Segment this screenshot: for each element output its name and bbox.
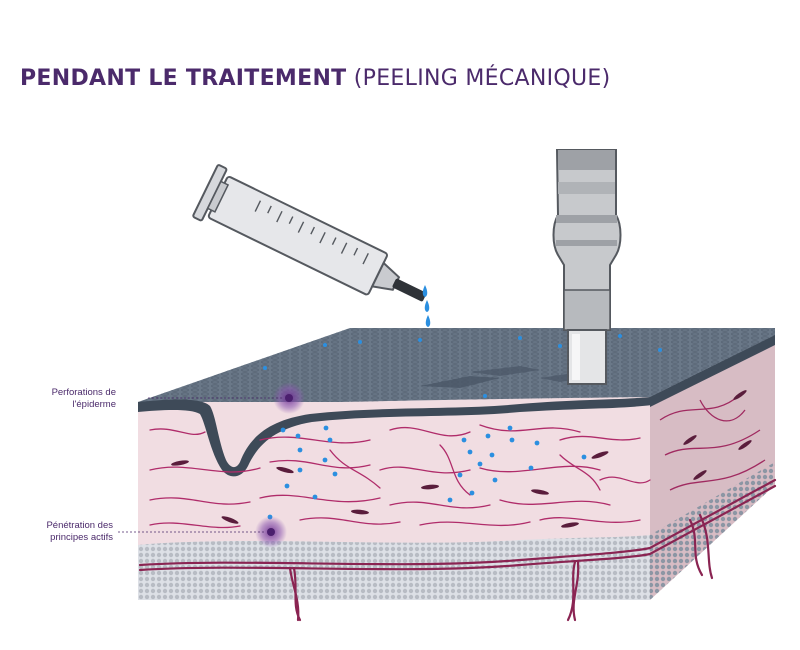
perforations-label-line1: Perforations de: [51, 387, 116, 398]
handpiece-icon: [552, 149, 622, 385]
title-sub: (PEELING MÉCANIQUE): [353, 66, 611, 91]
syringe-drops: [422, 285, 431, 327]
hypodermis-layer: [138, 535, 650, 600]
side-fibers: [659, 394, 766, 491]
penetration-label-line2: principes actifs: [50, 532, 113, 543]
active-drops: [263, 334, 662, 520]
page-title: PENDANT LE TRAITEMENT (PEELING MÉCANIQUE…: [20, 66, 611, 91]
dermis-fibers: [149, 424, 651, 529]
perforations-label-line2: l'épiderme: [72, 399, 116, 410]
title-main: PENDANT LE TRAITEMENT: [20, 66, 347, 91]
perforations-label: Perforations de l'épiderme: [52, 387, 116, 411]
penetration-label-line1: Pénétration des: [46, 520, 113, 531]
blood-vessels: [138, 478, 777, 622]
perforation-marker: [148, 382, 305, 414]
side-cells: [683, 390, 752, 480]
dermis-cells: [171, 451, 609, 528]
penetration-marker: [118, 516, 287, 548]
penetration-label: Pénétration des principes actifs: [46, 520, 113, 544]
epidermis-top: [138, 328, 775, 402]
syringe-icon: [192, 164, 427, 302]
